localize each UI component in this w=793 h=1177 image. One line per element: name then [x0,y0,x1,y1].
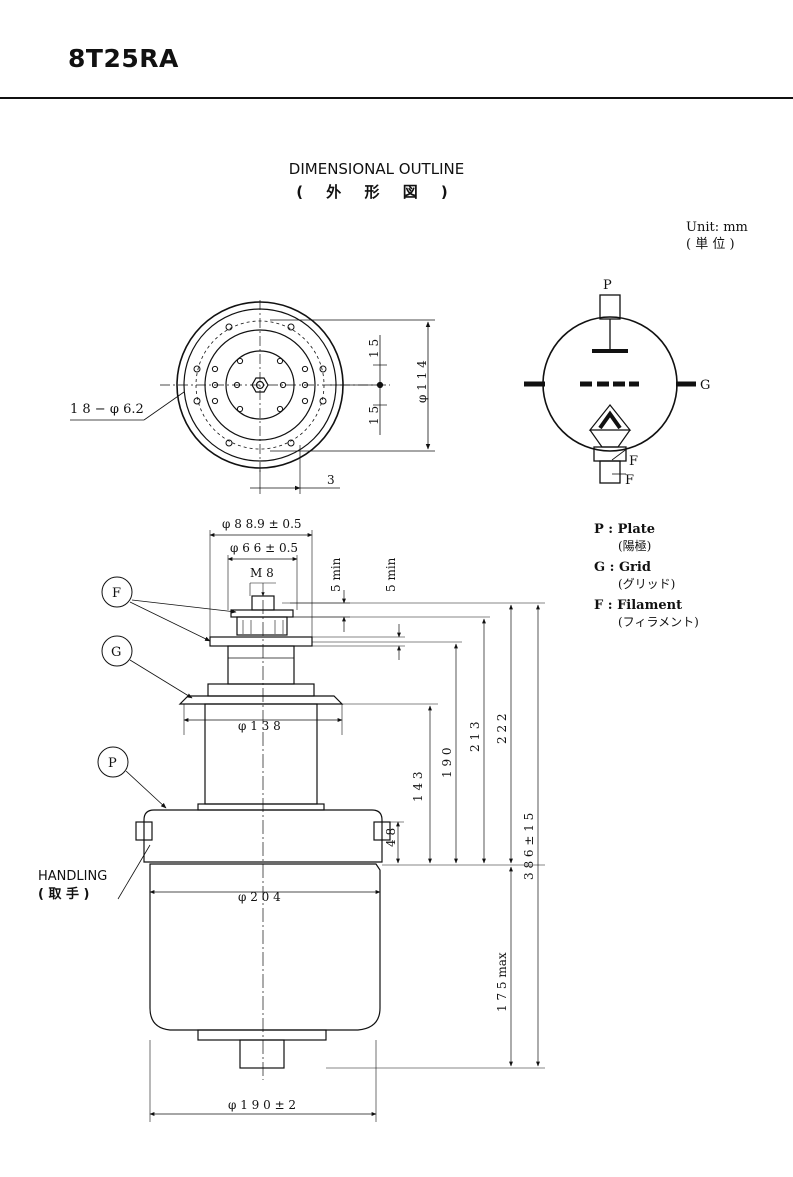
legend-filament-jp: (フィラメント) [618,615,699,629]
bottom-stud [239,1039,285,1069]
unit-line: Unit: mm [686,220,748,235]
handle-left [135,821,153,841]
thread-label: M 8 [250,566,274,580]
height-190: 1 9 0 [440,747,454,778]
mount-holes [193,323,327,447]
filament-base [593,446,627,462]
label-filament-2: F [625,473,634,488]
bolt-circle [195,320,325,450]
grid-ring [207,683,315,697]
callout-f: F [112,586,121,601]
hole-callout: 1 8 − φ 6.2 [70,402,144,417]
top-flange [230,609,294,618]
page-title: 8T25RA [68,44,179,73]
dim-offset: 3 [327,473,335,487]
height-143: 1 4 3 [411,771,425,802]
dim-outer: φ 1 1 4 [415,360,429,403]
legend-plate-jp: (陽極) [618,539,652,553]
upper-body [227,645,295,685]
handling-label-jp: ( 取 手 ) [38,886,89,902]
legend: P : Plate (陽極) G : Grid (グリッド) F : Filam… [594,522,699,630]
filament-pin [599,460,621,484]
dim-889: φ 8 8.9 ± 0.5 [222,517,302,531]
callout-f-circle [101,576,133,608]
inner-ring [204,329,316,441]
header-rule [0,97,793,99]
filament-wire [598,410,622,430]
min-label-2: 5 min [384,557,398,592]
handling-label: HANDLING [38,869,107,884]
tube-symbol [524,294,696,484]
height-386: 3 8 6 ± 1 5 [522,813,536,880]
dim-190-diameter: φ 1 9 0 ± 2 [228,1098,296,1112]
height-222: 2 2 2 [495,713,509,744]
callout-p: P [108,756,117,771]
height-213: 2 1 3 [468,721,482,752]
dim-204: φ 2 0 4 [238,890,281,904]
label-grid: G [700,378,710,393]
hole-leader [143,391,185,421]
dim-lower: 1 5 [367,406,381,425]
cooler-foot [197,1029,327,1041]
handling-leader [117,844,151,900]
plate-terminal [599,294,621,320]
core-ring [225,350,295,420]
dim-upper: 1 5 [367,339,381,358]
min-label-1: 5 min [329,557,343,592]
cooler-body [149,863,381,1031]
terminal-stem [236,616,288,636]
filament-outer [588,404,632,431]
callout-p-circle [97,746,129,778]
label-filament-1: F [629,454,638,469]
section-title: DIMENSIONAL OUTLINE [288,160,465,178]
legend-grid: G : Grid [594,560,651,575]
legend-filament: F : Filament [594,598,683,613]
height-175: 1 7 5 max [495,952,509,1012]
top-view [70,300,435,494]
filament-flange [209,636,313,647]
grid-flange [178,695,344,705]
unit-line-jp: ( 単 位 ) [686,237,735,252]
label-plate: P [603,278,612,293]
center-hole [255,380,265,390]
anode-body [143,809,383,863]
legend-grid-jp: (グリッド) [618,577,676,591]
hex-nut [251,377,269,393]
anode-top-band [197,803,325,811]
section-subtitle: ( 外 形 図 ) [296,183,457,201]
height-48: 4 8 [384,828,398,847]
legend-plate: P : Plate [594,522,656,537]
unit-note: Unit: mm ( 単 位 ) [686,219,748,253]
dim-138: φ 1 3 8 [238,719,281,733]
side-view [97,530,545,1122]
callout-g: G [111,645,121,660]
dim-66: φ 6 6 ± 0.5 [230,541,298,555]
callout-g-circle [101,635,133,667]
